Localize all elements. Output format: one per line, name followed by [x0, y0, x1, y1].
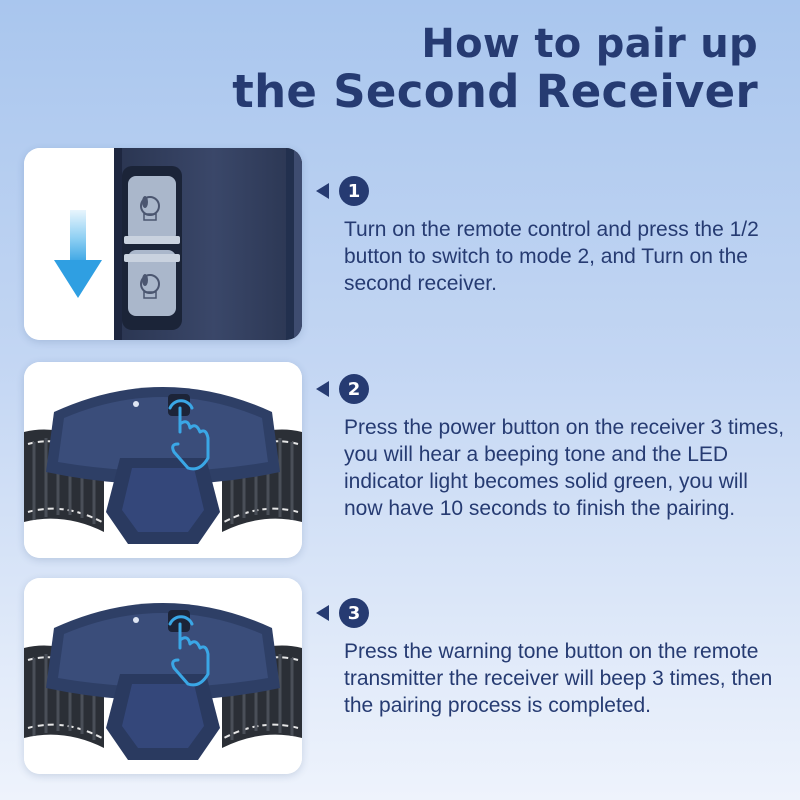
page-title: How to pair up the Second Receiver — [232, 22, 758, 117]
step-2: 2 Press the power button on the receiver… — [316, 372, 786, 522]
step-description: Press the warning tone button on the rem… — [344, 640, 773, 717]
step-3: 3 Press the warning tone button on the r… — [316, 596, 786, 719]
step-2-image — [24, 362, 302, 558]
step-number-badge: 2 — [339, 374, 369, 404]
pointer-triangle-icon — [316, 381, 329, 397]
step-1: 1 Turn on the remote control and press t… — [316, 174, 786, 297]
step-number-badge: 3 — [339, 598, 369, 628]
dog-icon — [140, 274, 160, 299]
hand-press-icon — [168, 399, 210, 471]
step-1-image — [24, 148, 302, 340]
step-3-image — [24, 578, 302, 774]
hand-press-icon — [168, 615, 210, 687]
step-number-badge: 1 — [339, 176, 369, 206]
step-description: Turn on the remote control and press the… — [344, 218, 759, 295]
pointer-triangle-icon — [316, 183, 329, 199]
dog-icon — [140, 196, 160, 221]
title-line-2: the Second Receiver — [232, 64, 758, 118]
receiver-collar-press-illustration — [24, 578, 302, 774]
receiver-collar-press-illustration — [24, 362, 302, 558]
remote-switch-illustration — [24, 148, 302, 340]
pointer-triangle-icon — [316, 605, 329, 621]
down-arrow-icon — [54, 210, 102, 298]
title-line-1: How to pair up — [421, 21, 758, 67]
step-description: Press the power button on the receiver 3… — [344, 416, 785, 520]
